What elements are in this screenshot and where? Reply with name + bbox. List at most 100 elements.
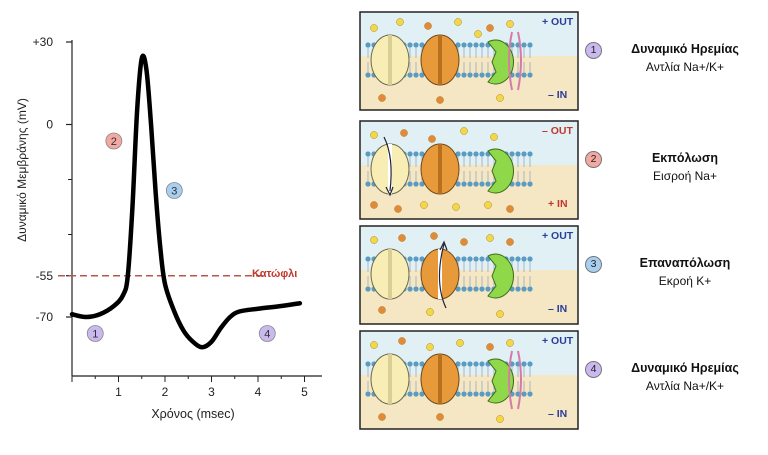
pump-gradient-arrow [508, 31, 513, 91]
panel-border [359, 120, 579, 220]
k-channel-pore [438, 144, 442, 194]
lipid-head [419, 256, 425, 262]
lipid-head [479, 391, 485, 397]
k-channel [420, 353, 460, 405]
lipid-head [509, 256, 515, 262]
step-subtitle: Εισροή Na+ [653, 169, 717, 183]
k-ion [428, 135, 436, 143]
na-channel [370, 34, 410, 86]
lipid-head [407, 181, 413, 187]
k-ion [486, 24, 494, 32]
lipid-head [461, 42, 467, 48]
lipid-head [461, 286, 467, 292]
pump-gradient-arrow [517, 31, 522, 91]
lipid-head [455, 391, 461, 397]
step-badge-2: 2 [585, 151, 602, 168]
lipid-head [479, 361, 485, 367]
lipid-head [515, 151, 521, 157]
lipid-head [461, 361, 467, 367]
lipid-head [365, 42, 371, 48]
chart-axes [71, 40, 322, 377]
k-ion [370, 201, 378, 209]
na-channel-pore [388, 35, 392, 85]
na-ion [370, 341, 378, 349]
lipid-head [413, 72, 419, 78]
na-ion [370, 131, 378, 139]
lipid-head [413, 42, 419, 48]
step-badge-4: 4 [585, 361, 602, 378]
lipid-head [527, 42, 533, 48]
phase-marker-label: 2 [111, 136, 117, 148]
na-ion [454, 18, 462, 26]
k-channel [420, 34, 460, 86]
lipid-head [455, 151, 461, 157]
membrane-panel-3: + OUT– IN [358, 224, 580, 326]
lipid-head [413, 256, 419, 262]
phase-marker-2 [105, 132, 123, 150]
lipid-head [407, 151, 413, 157]
lipid-head [473, 72, 479, 78]
x-tick-label: 1 [115, 385, 122, 399]
membrane-illustration: + OUT– IN [359, 225, 579, 325]
k-ion [398, 337, 406, 345]
na-channel [370, 353, 410, 405]
k-channel [420, 143, 460, 195]
lipid-head [515, 256, 521, 262]
lipid-head [521, 181, 527, 187]
bottom-charge-label: + IN [548, 198, 568, 210]
lipid-head [365, 391, 371, 397]
membrane-panel-4: + OUT– IN [358, 329, 580, 431]
membrane-panel-1: + OUT– IN [358, 10, 580, 112]
panel-border [359, 11, 579, 111]
lipid-head [419, 286, 425, 292]
y-tick-label: 0 [46, 118, 53, 132]
panel-content: + OUT– IN [359, 330, 579, 430]
top-charge-label: – OUT [542, 125, 574, 137]
na-k-pump [487, 148, 514, 194]
na-ion [506, 339, 514, 347]
lipid-head [521, 286, 527, 292]
phase-marker-1 [86, 325, 104, 342]
pump-gradient-arrow [508, 350, 513, 410]
lipid-head [455, 42, 461, 48]
na-ion [496, 415, 504, 423]
lipid-head [413, 151, 419, 157]
bottom-charge-label: – IN [548, 89, 567, 101]
lipid-head [479, 256, 485, 262]
lipid-head [467, 42, 473, 48]
na-ion [426, 308, 434, 316]
lipid-head [527, 256, 533, 262]
na-ion [486, 234, 494, 242]
lipid-head [473, 151, 479, 157]
lipid-head [365, 256, 371, 262]
lipid-head [473, 361, 479, 367]
y-tick-label: -70 [36, 310, 54, 324]
lipid-head [365, 72, 371, 78]
lipid-head [527, 361, 533, 367]
y-tick-label: -55 [36, 269, 54, 283]
membrane-illustration: + OUT– IN [359, 11, 579, 111]
na-ion [396, 18, 404, 26]
y-tick-label: +30 [33, 35, 54, 49]
na-ion [452, 203, 460, 211]
lipid-head [515, 286, 521, 292]
k-ion [424, 22, 432, 30]
x-tick-label: 4 [255, 385, 262, 399]
lipid-head [473, 42, 479, 48]
lipid-head [527, 391, 533, 397]
lipid-head [461, 151, 467, 157]
lipid-head [527, 181, 533, 187]
lipid-head [455, 72, 461, 78]
k-ion [430, 232, 438, 240]
lipid-head [407, 72, 413, 78]
lipid-head [455, 181, 461, 187]
na-influx-arrow [383, 136, 392, 192]
lipid-head [515, 181, 521, 187]
lipid-head [461, 72, 467, 78]
lipid-head [365, 151, 371, 157]
action-potential-curve [69, 53, 303, 350]
lipid-head [419, 72, 425, 78]
na-channel-pore [388, 354, 392, 404]
